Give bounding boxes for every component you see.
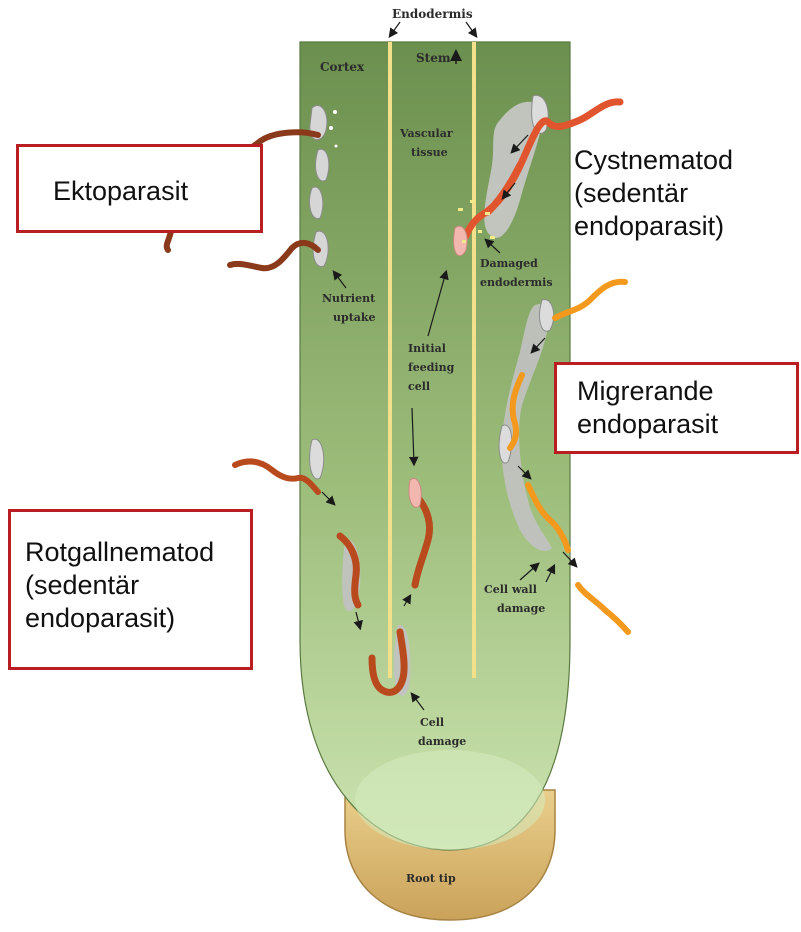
- label-vascular-tissue-1: Vascular: [399, 127, 453, 140]
- label-damaged-endodermis-1: Damaged: [480, 257, 538, 270]
- migratory-worm-exiting: [578, 585, 628, 632]
- cystnematod-line-2: (sedentär: [574, 177, 733, 210]
- label-stem: Stem: [416, 51, 451, 65]
- label-initial-feeding-cell-2: feeding: [408, 361, 455, 374]
- callout-cystnematod: Cystnematod (sedentär endoparasit): [574, 144, 733, 243]
- label-nutrient-uptake-1: Nutrient: [322, 292, 376, 305]
- label-initial-feeding-cell-1: Initial: [408, 342, 446, 355]
- callout-ektoparasit: Ektoparasit: [16, 144, 263, 233]
- label-vascular-tissue-2: tissue: [411, 146, 448, 159]
- label-endodermis: Endodermis: [392, 7, 473, 21]
- cystnematod-line-1: Cystnematod: [574, 144, 733, 177]
- label-nutrient-uptake-2: uptake: [333, 311, 376, 324]
- label-cell-wall-damage-1: Cell wall: [484, 583, 537, 596]
- arrow-endodermis-left: [390, 22, 400, 36]
- initial-feeding-cell-lower: [409, 478, 421, 507]
- label-cell-damage-1: Cell: [420, 716, 444, 729]
- migrerande-line-1: Migrerande: [577, 375, 796, 408]
- callout-rotgallnematod: Rotgallnematod (sedentär endoparasit): [8, 509, 253, 670]
- rotgallnematod-line-2: (sedentär: [25, 569, 250, 602]
- cystnematod-line-3: endoparasit): [574, 210, 733, 243]
- root-tip-region: [355, 750, 545, 850]
- callout-ektoparasit-text: Ektoparasit: [53, 176, 188, 206]
- label-root-tip: Root tip: [406, 872, 456, 885]
- label-cortex: Cortex: [320, 60, 365, 74]
- arrow-endodermis-right: [466, 22, 476, 36]
- label-cell-wall-damage-2: damage: [497, 602, 545, 615]
- rootknot-entry-cell: [310, 439, 324, 479]
- callout-migrerande: Migrerande endoparasit: [554, 362, 799, 454]
- rotgallnematod-line-3: endoparasit): [25, 602, 250, 635]
- label-initial-feeding-cell-3: cell: [408, 380, 430, 393]
- migrerande-line-2: endoparasit: [577, 408, 796, 441]
- migratory-entry-cell: [540, 299, 554, 331]
- label-cell-damage-2: damage: [418, 735, 466, 748]
- rotgallnematod-line-1: Rotgallnematod: [25, 536, 250, 569]
- label-damaged-endodermis-2: endodermis: [480, 276, 553, 289]
